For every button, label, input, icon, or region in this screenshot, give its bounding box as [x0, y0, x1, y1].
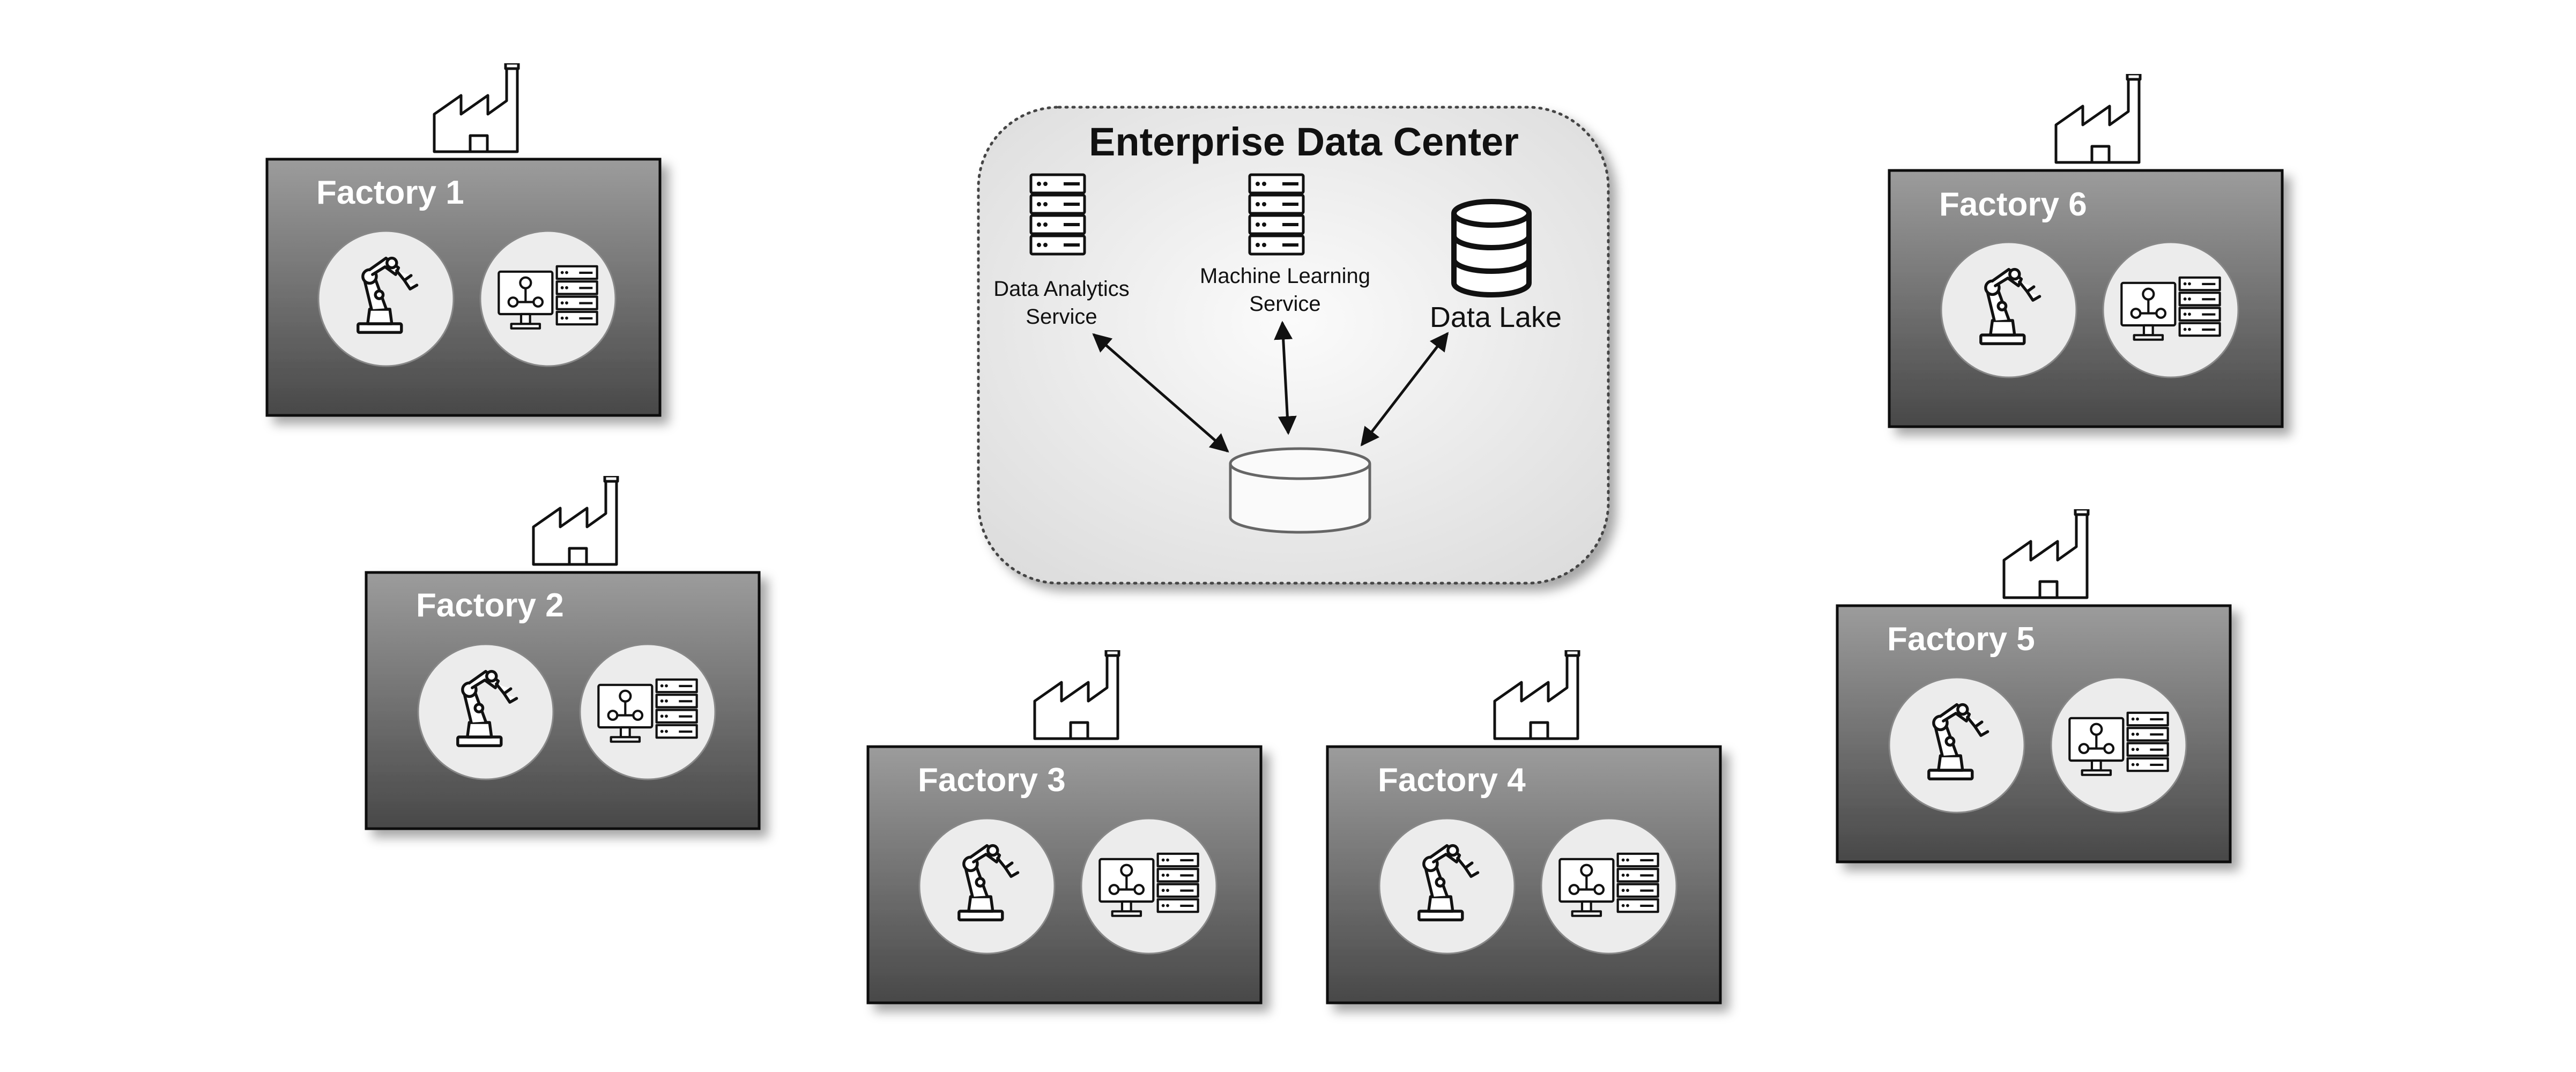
factory-5: Factory 5 — [1836, 509, 2232, 863]
robot-icon-badge — [1888, 676, 2025, 814]
factory-building-icon — [2056, 74, 2140, 162]
robot-icon-badge — [1378, 817, 1516, 955]
factory-building-icon — [1035, 650, 1119, 739]
cylinder-hub-icon — [1229, 447, 1371, 534]
robot-icon-badge — [1940, 241, 2077, 378]
data-lake-label: Data Lake — [1430, 301, 1562, 333]
factory-building-icon — [1495, 650, 1579, 739]
ml-label-line1: Machine Learning — [1200, 264, 1370, 288]
robot-icon-badge — [918, 817, 1056, 955]
analytics-label-line2: Service — [1026, 305, 1097, 329]
factory-title: Factory 1 — [316, 174, 464, 211]
ml-hub-connector — [1274, 321, 1297, 435]
factory-title: Factory 4 — [1378, 762, 1526, 799]
analytics-hub-connector — [1092, 333, 1229, 453]
lake-hub-connector — [1360, 332, 1449, 446]
analytics-label-line1: Data Analytics — [993, 277, 1129, 301]
factory-1: Factory 1 — [265, 63, 662, 417]
robot-icon-badge — [417, 643, 554, 780]
factory-title: Factory 6 — [1939, 186, 2087, 223]
server-rack-icon — [1250, 175, 1303, 254]
factory-4: Factory 4 — [1326, 650, 1722, 1004]
factory-6: Factory 6 — [1888, 74, 2284, 428]
factory-building-icon — [2004, 509, 2088, 598]
database-icon — [1451, 199, 1532, 297]
factory-title: Factory 5 — [1887, 621, 2035, 658]
ml-label-line2: Service — [1249, 292, 1320, 316]
factory-building-icon — [434, 63, 518, 152]
enterprise-data-center: Enterprise Data Center Data Analytics Se… — [977, 106, 1610, 585]
robot-icon-badge — [317, 230, 455, 367]
server-rack-icon — [1031, 175, 1085, 254]
factory-2: Factory 2 — [365, 476, 761, 830]
data-center-title: Enterprise Data Center — [1089, 120, 1519, 164]
factory-title: Factory 2 — [416, 587, 564, 624]
factory-building-icon — [533, 476, 618, 564]
factory-title: Factory 3 — [918, 762, 1066, 799]
factory-3: Factory 3 — [866, 650, 1263, 1004]
